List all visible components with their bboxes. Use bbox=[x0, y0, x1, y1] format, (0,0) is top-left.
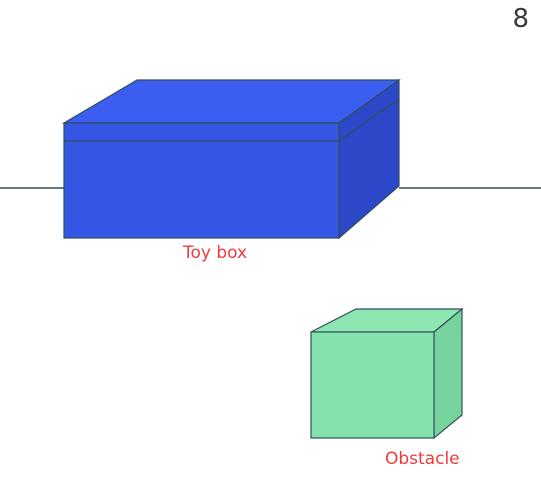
toy-box bbox=[61, 78, 401, 240]
obstacle-label: Obstacle bbox=[385, 449, 460, 469]
obstacle-cube bbox=[310, 307, 464, 440]
obstacle-side-face bbox=[433, 307, 463, 440]
toy-box-front-face bbox=[63, 122, 340, 239]
toy-box-label: Toy box bbox=[183, 243, 248, 263]
obstacle-front-face bbox=[310, 331, 435, 439]
toy-box-lid-line bbox=[64, 98, 400, 142]
page-number: 8 bbox=[512, 4, 529, 34]
